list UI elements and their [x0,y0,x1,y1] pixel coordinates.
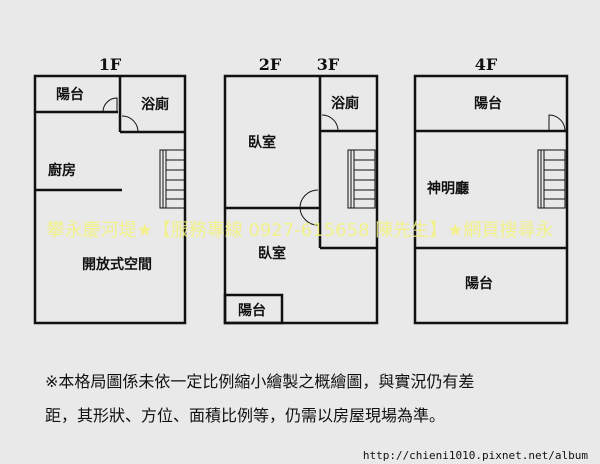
room-1f-open-space: 開放式空間 [82,256,152,273]
stairs-icon [537,149,566,209]
floor-label-4f: 4F [475,55,498,74]
floor-1f-plan: 陽台 浴廁 廚房 開放式空間 [33,74,187,325]
room-4f-balcony-top: 陽台 [474,95,502,112]
room-1f-balcony: 陽台 [56,86,84,103]
stairs-icon [347,149,376,209]
room-2f-bedroom-bottom: 臥室 [258,245,286,262]
floor-label-3f: 3F [317,55,340,74]
album-url: http://chieni1010.pixnet.net/album [362,449,588,462]
door-icon [121,115,139,133]
door-icon [548,114,566,132]
disclaimer-line-1: ※本格局圖係未依一定比例縮小繪製之概繪圖，與實況仍有差 [45,372,475,391]
room-1f-bathroom: 浴廁 [141,96,169,113]
room-4f-shrine-hall: 神明廳 [427,180,469,197]
disclaimer-line-2: 距，其形狀、方位、面積比例等，仍需以房屋現場為準。 [45,406,446,425]
room-1f-kitchen: 廚房 [48,162,76,179]
door-icon [321,114,339,132]
room-3f-bathroom: 浴廁 [331,95,359,112]
room-4f-balcony-bottom: 陽台 [465,275,493,292]
room-2f-balcony: 陽台 [238,302,266,319]
floor-label-1f: 1F [99,55,122,74]
floor-label-2f: 2F [259,55,282,74]
door-icon [299,189,319,226]
door-icon [102,97,118,113]
watermark: 攀永慶河堤★【服務專線 0927-615658 陳先生】★網頁搜尋永 [47,220,554,241]
floor-4f-plan: 陽台 神明廳 陽台 [413,74,569,325]
stairs-icon [159,149,186,209]
room-2f-bedroom-top: 臥室 [248,134,276,151]
floor-2f-3f-plan: 臥室 臥室 陽台 浴廁 [223,74,379,325]
